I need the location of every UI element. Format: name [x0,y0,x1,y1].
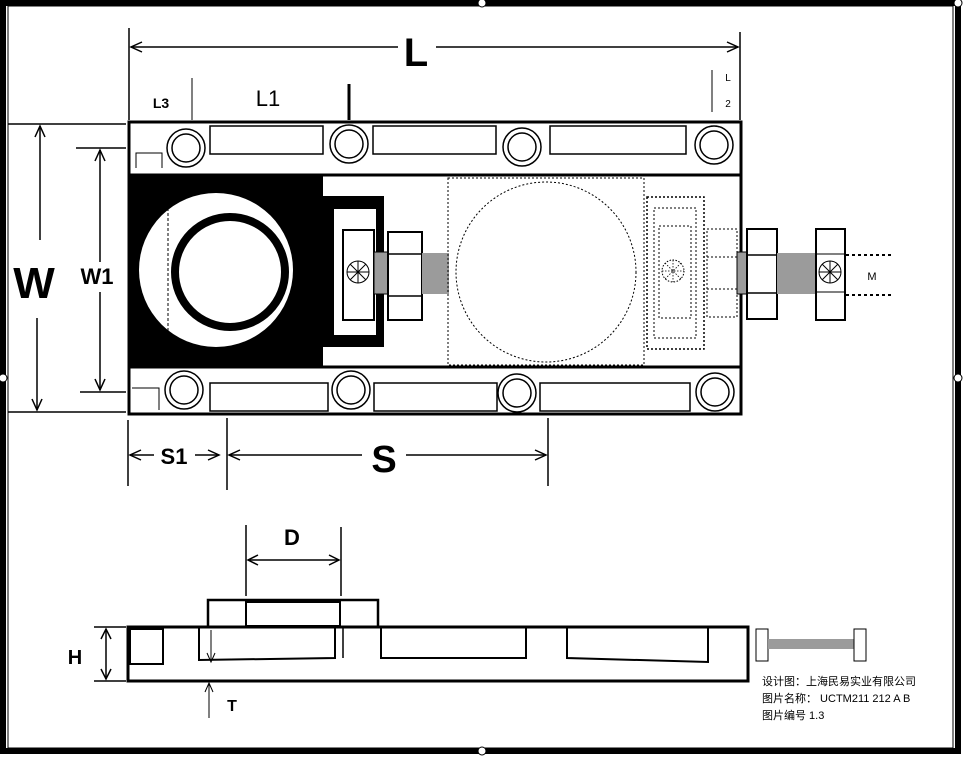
top-corner-mark [135,152,163,168]
dimension-T [204,681,214,718]
dimension-S [127,418,549,490]
label-S1: S1 [161,444,188,469]
dimension-W [8,123,126,413]
side-body [126,625,750,683]
hidden-sensor-box [447,177,645,366]
side-nut-right [853,628,867,662]
left-rod [422,253,449,294]
side-pocket-1 [198,628,336,662]
label-D: D [284,525,300,550]
label-L2-top: L [725,73,731,84]
side-rod [768,639,854,649]
dimension-L [128,28,741,120]
right-nut [746,228,778,320]
hidden-clamp [646,196,705,350]
label-L: L [404,31,428,75]
dimension-H [94,626,126,682]
left-nut [387,231,423,321]
top-rail-slots [209,125,687,155]
dimension-W1 [76,147,126,393]
mounting-ring [139,193,293,347]
T-inner-arrow [206,652,216,664]
side-pocket-2 [380,628,527,659]
right-bolt-cross-lines [819,261,841,283]
bottom-corner-mark [132,387,160,410]
label-L3: L3 [153,95,170,111]
side-view [126,598,867,683]
label-W: W [13,259,55,308]
dimension-D [245,525,342,596]
label-L1: L1 [256,86,280,111]
left-washer [373,251,389,295]
right-rod [777,253,817,294]
label-M: M [867,271,876,283]
bottom-rail-slots [209,382,691,412]
hidden-sensor-disc [455,181,637,363]
caption-designer: 设计图：上海民易实业有限公司 [762,676,916,688]
mounting-holes [164,124,735,413]
label-L2-bottom: 2 [725,99,731,110]
caption-name: 图片名称： UCTM211 212 A B [762,693,911,705]
side-top-plate [206,598,380,629]
side-nut-left [755,628,769,662]
side-pocket-3 [566,628,709,664]
label-S: S [371,439,396,481]
mounting-bore [171,213,289,331]
right-bolt-assembly [736,228,892,321]
label-H: H [68,647,82,669]
left-bolt-cross-lines [347,261,369,283]
label-T: T [227,698,237,715]
hidden-bolt-head [658,225,692,319]
caption-number: 图片编号 1.3 [762,710,825,722]
top-view [127,120,743,416]
side-left-step [129,628,164,665]
label-W1: W1 [81,264,114,289]
hidden-clamp-inner [653,207,697,339]
